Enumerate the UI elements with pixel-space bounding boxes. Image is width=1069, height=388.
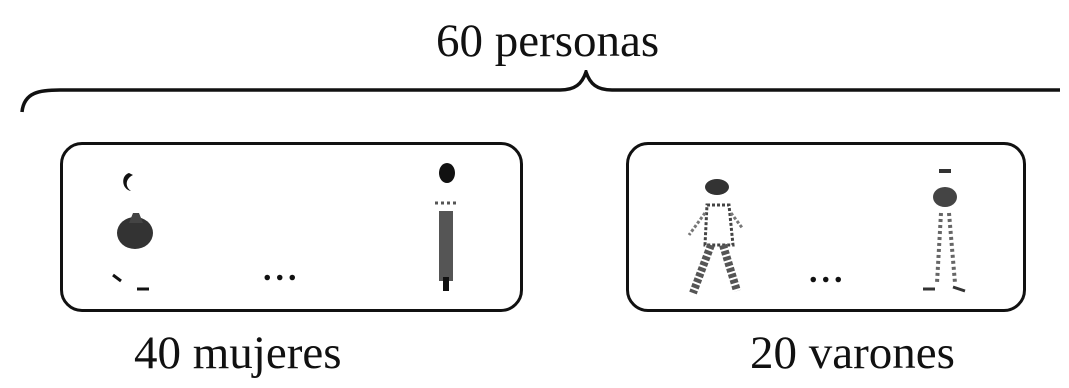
women-group-box: ... xyxy=(60,142,523,312)
men-label: 20 varones xyxy=(750,327,955,379)
man-figure-icon xyxy=(687,179,745,295)
man-figure-icon xyxy=(923,169,966,293)
men-ellipsis: ... xyxy=(809,253,847,290)
men-group-box: ... xyxy=(626,142,1026,312)
brace-icon xyxy=(20,70,1060,113)
total-label: 60 personas xyxy=(436,15,660,67)
woman-figure-icon xyxy=(435,163,459,291)
women-ellipsis: ... xyxy=(263,251,301,288)
woman-figure-icon xyxy=(112,173,153,291)
women-label: 40 mujeres xyxy=(134,327,342,379)
